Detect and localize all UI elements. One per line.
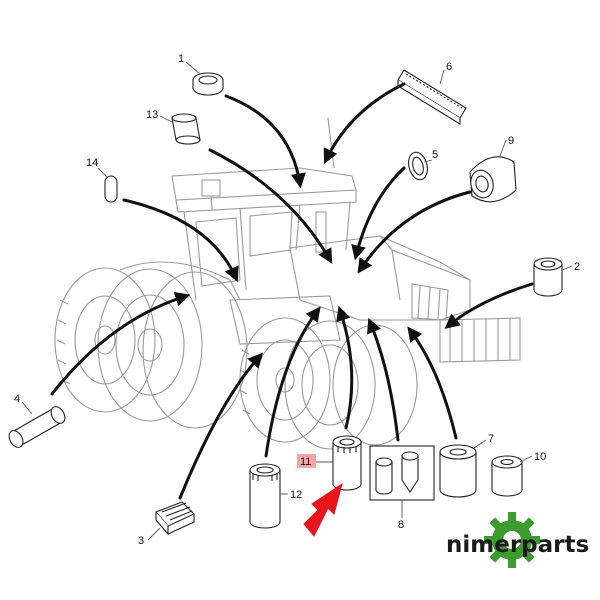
callout-4: 4 <box>14 393 20 405</box>
highlight-arrow <box>303 482 343 537</box>
callout-11: 11 <box>300 456 311 468</box>
gear-icon <box>484 512 540 568</box>
location-arrows <box>50 82 534 500</box>
callout-6: 6 <box>446 61 452 73</box>
part-6-cabin-panel-filter <box>397 69 467 125</box>
callout-2: 2 <box>574 261 580 273</box>
brand-name: nimerparts <box>446 532 589 558</box>
tractor-illustration <box>54 117 521 450</box>
part-1-seal-ring <box>192 72 224 96</box>
callout-12: 12 <box>290 489 302 501</box>
callout-5: 5 <box>432 149 438 161</box>
callout-7: 7 <box>488 433 494 445</box>
callout-8: 8 <box>398 519 404 531</box>
part-10-short-filter <box>491 455 523 497</box>
part-13-sleeve <box>171 113 201 145</box>
callout-14: 14 <box>86 157 98 169</box>
part-4-hydraulic-filter <box>8 406 66 448</box>
callout-1: 1 <box>178 53 184 65</box>
callout-leaders <box>21 61 573 541</box>
part-8-filter-kit <box>369 445 435 501</box>
part-9-air-filter <box>469 156 517 203</box>
part-12-fuel-filter <box>249 463 281 529</box>
callout-9: 9 <box>508 135 514 147</box>
part-5-oval-gasket <box>408 151 428 181</box>
part-3-box-filter <box>155 501 195 536</box>
part-14-capsule-filter <box>104 175 118 203</box>
part-2-cylinder-filter <box>533 257 563 297</box>
callout-10: 10 <box>534 451 546 463</box>
part-11-spin-on-filter <box>332 435 362 491</box>
callout-13: 13 <box>146 109 158 121</box>
brand-logo: nimerparts <box>446 512 589 568</box>
callout-11-highlight <box>297 454 316 468</box>
part-7-oil-filter <box>439 444 477 498</box>
callout-3: 3 <box>138 535 144 547</box>
